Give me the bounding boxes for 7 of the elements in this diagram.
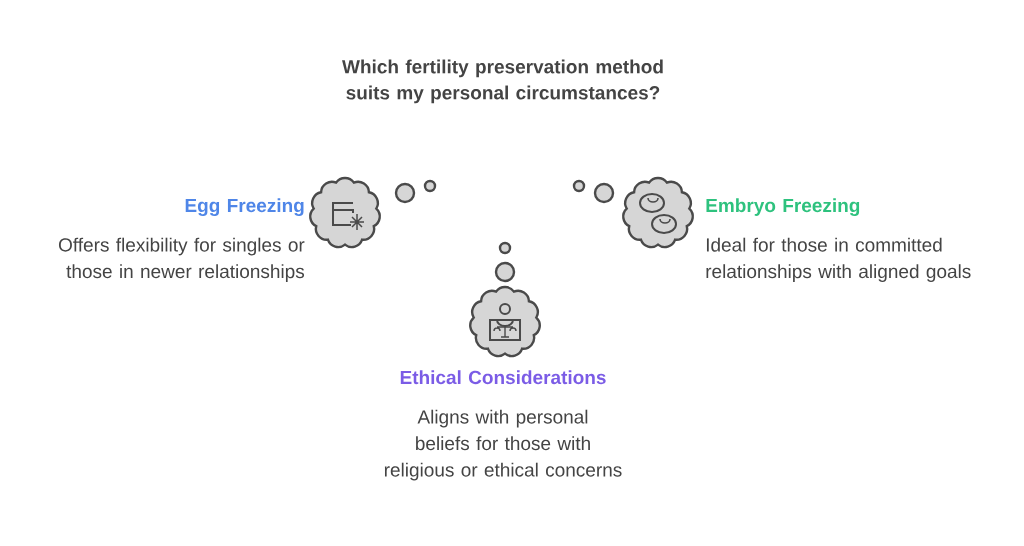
description: Offers flexibility for singles or those in newer relationships [58,237,305,282]
title: Which fertility preservation method suits my personal circumstances? [342,59,663,104]
description: Aligns with personal beliefs for those with religious or ethical concerns [384,409,622,481]
heading: Embryo Freezing [706,198,860,216]
description: Ideal for those in committed relationships with aligned goals [706,237,971,282]
heading: Egg Freezing [185,198,304,216]
heading: Ethical Considerations [400,370,606,385]
